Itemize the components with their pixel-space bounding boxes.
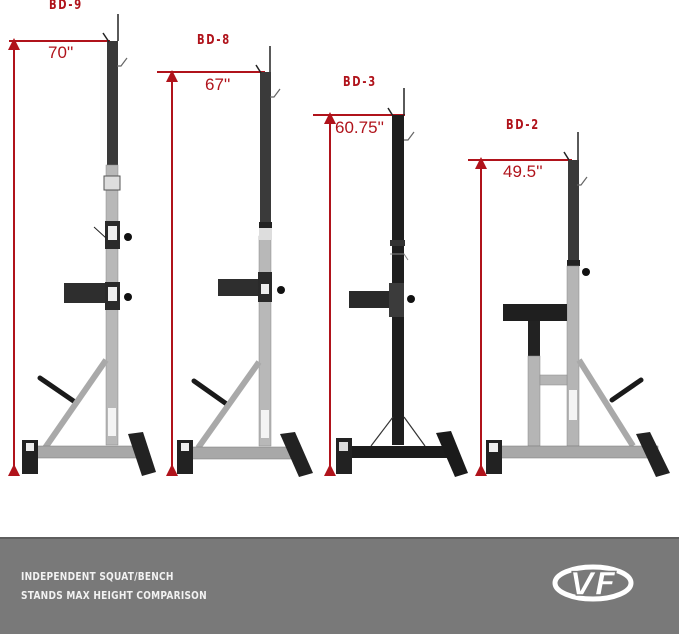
stand-bd-2 <box>468 132 670 477</box>
height-label-bd-8: 67'' <box>205 75 231 94</box>
model-label-bd-9: BD-9 <box>49 0 83 13</box>
height-label-bd-3: 60.75'' <box>335 118 385 137</box>
height-label-bd-2: 49.5'' <box>503 162 543 181</box>
stand-bd-9 <box>8 14 156 476</box>
comparison-image: BD-9 70'' BD-8 67'' BD-3 60.75'' BD-2 49… <box>8 0 670 477</box>
stands-illustration <box>8 14 670 477</box>
stand-bd-8 <box>157 46 313 477</box>
svg-text:VF: VF <box>570 565 617 603</box>
model-label-bd-8: BD-8 <box>197 33 231 48</box>
stand-bd-3 <box>313 88 468 477</box>
height-label-bd-9: 70'' <box>48 43 74 62</box>
model-label-bd-3: BD-3 <box>343 75 377 90</box>
footer-title-line-1: INDEPENDENT SQUAT/BENCH <box>21 570 174 583</box>
vf-logo-icon: VF <box>552 564 634 604</box>
model-label-bd-2: BD-2 <box>506 118 540 133</box>
footer-title-line-2: STANDS MAX HEIGHT COMPARISON <box>21 589 207 602</box>
footer-banner: INDEPENDENT SQUAT/BENCH STANDS MAX HEIGH… <box>0 537 679 634</box>
